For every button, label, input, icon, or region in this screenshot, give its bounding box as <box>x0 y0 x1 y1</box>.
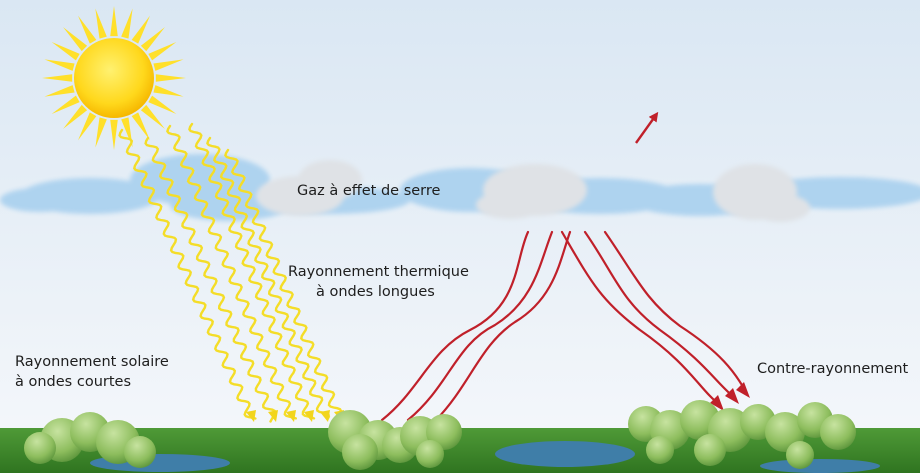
sun-ray <box>110 119 118 150</box>
solar-radiation-label: Rayonnement solaire à ondes courtes <box>15 352 169 392</box>
solar-label-line2: à ondes courtes <box>15 374 131 390</box>
bush <box>416 440 444 468</box>
bush <box>786 441 814 469</box>
greenhouse-gas-label: Gaz à effet de serre <box>297 181 440 201</box>
sun-ray <box>78 15 97 44</box>
bush <box>24 432 56 464</box>
solar-label-line1: Rayonnement solaire <box>15 354 169 370</box>
counter-radiation-wave <box>583 230 737 400</box>
thermal-wave-arrowhead <box>710 395 724 411</box>
thermal-radiation-waves <box>380 230 750 422</box>
sun-ray <box>42 74 73 82</box>
grey-cloud <box>256 160 810 222</box>
bush <box>342 434 378 470</box>
solar-radiation-waves <box>118 122 344 423</box>
bush <box>124 436 156 468</box>
solar-wave <box>144 136 277 423</box>
solar-wave <box>206 136 331 421</box>
escaping-radiation-arrow <box>635 111 659 144</box>
sun-ray <box>140 104 165 129</box>
solar-wave-arrowhead <box>320 410 330 422</box>
bush <box>820 414 856 450</box>
sun-ray <box>44 59 75 71</box>
bushes <box>24 400 856 470</box>
sun-ray <box>153 59 184 71</box>
sun-ray <box>78 112 97 141</box>
sun-ray <box>44 85 75 97</box>
thermal-wave-arrowhead <box>736 382 750 398</box>
sun-ray <box>155 74 186 82</box>
sun-ray <box>131 15 150 44</box>
sun-ray <box>153 85 184 97</box>
sun-ray <box>63 104 88 129</box>
sun-ray <box>95 8 107 39</box>
counter-radiation-text: Contre-rayonnement <box>757 361 909 377</box>
sun-ray <box>95 117 107 148</box>
counter-radiation-label: Contre-rayonnement <box>757 359 908 379</box>
solar-wave-arrowhead <box>268 410 278 422</box>
sun-ray <box>51 42 80 61</box>
solar-wave <box>224 148 343 423</box>
sun-ray <box>63 27 88 52</box>
sun-ray <box>148 95 177 114</box>
solar-wave-arrowhead <box>246 410 256 422</box>
thermal-wave-up <box>380 230 530 422</box>
thermal-label-line1: Rayonnement thermique <box>288 264 469 280</box>
sun-ray <box>121 8 133 39</box>
counter-radiation-wave <box>603 230 748 394</box>
solar-wave-arrowhead <box>304 410 314 422</box>
bush <box>694 434 726 466</box>
thermal-label-line2: à ondes longues <box>316 284 435 300</box>
solar-wave <box>118 128 257 420</box>
sun-ray <box>51 95 80 114</box>
thermal-wave-up <box>406 230 554 422</box>
thermal-wave-arrowhead <box>725 388 739 404</box>
bush <box>646 436 674 464</box>
sun-icon <box>42 6 186 150</box>
thermal-radiation-label: Rayonnement thermique à ondes longues <box>288 262 469 302</box>
solar-wave <box>188 122 316 420</box>
thermal-wave-up <box>434 230 572 422</box>
counter-radiation-wave <box>560 230 722 407</box>
solar-wave <box>166 124 297 420</box>
sun-ray <box>140 27 165 52</box>
sun-ray <box>110 6 118 37</box>
sun-ray <box>131 112 150 141</box>
sun-ray <box>148 42 177 61</box>
solar-wave-arrowhead <box>286 410 296 422</box>
greenhouse-gas-text: Gaz à effet de serre <box>297 183 441 199</box>
